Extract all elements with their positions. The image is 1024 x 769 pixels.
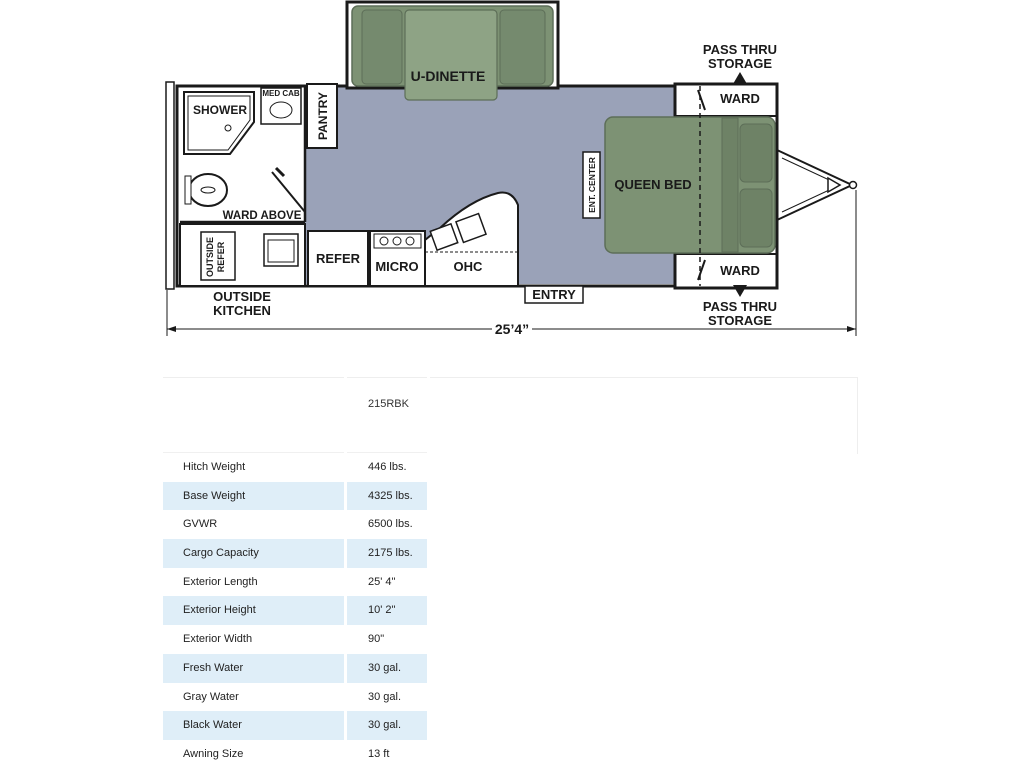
refer (307, 230, 369, 287)
spec-row-label: Exterior Length (183, 575, 258, 588)
ohc-label: OHC (454, 259, 484, 274)
u-dinette-label: U-DINETTE (411, 68, 486, 84)
spec-row-label: Hitch Weight (183, 461, 246, 473)
pass-thru-top-label-1: PASS THRU (703, 42, 777, 57)
spec-value-column: 215RBK 446 lbs. 4325 lbs. 6500 lbs. 2175 lb… (347, 377, 427, 768)
pass-thru-bottom-label-2: STORAGE (708, 313, 772, 328)
spec-row-value: 4325 lbs. (347, 481, 427, 511)
med-cab-label: MED CAB (262, 89, 300, 98)
spec-row-label: GVWR (183, 518, 218, 531)
kitchen-sink (429, 222, 459, 252)
pass-thru-bottom-arrow (733, 285, 747, 297)
ward-top-label: WARD (720, 91, 760, 106)
spec-row-label: Cargo Capacity (163, 539, 344, 568)
ward-above-label: WARD ABOVE (223, 210, 302, 222)
ward-bottom-label: WARD (720, 263, 760, 278)
spec-row-value: 10' 2" (347, 596, 427, 626)
pass-thru-top-label-2: STORAGE (708, 56, 772, 71)
rear-bumper (165, 81, 175, 290)
spec-row-value: 90" (368, 633, 385, 646)
spec-row-label: Exterior Width (183, 633, 253, 646)
refer-label: REFER (316, 251, 361, 266)
outside-kitchen-label-1: OUTSIDE (213, 289, 271, 304)
spec-row-label: Gray Water (183, 690, 239, 703)
entry-label: ENTRY (532, 287, 576, 302)
outside-refer-label-2: REFER (216, 241, 226, 272)
pantry-label: PANTRY (316, 92, 330, 140)
pass-thru-bottom-label-1: PASS THRU (703, 299, 777, 314)
spec-row-label: Base Weight (163, 481, 344, 511)
bath-door (271, 171, 306, 213)
spec-row-value: 30 gal. (347, 711, 427, 740)
length-label: 25’4” (495, 321, 529, 337)
spec-row-label: Exterior Height (163, 596, 344, 626)
outside-refer-label-1: OUTSIDE (205, 237, 215, 277)
shower-label: SHOWER (193, 103, 247, 117)
spec-header-blank (163, 377, 344, 453)
spec-row-label: Black Water (163, 711, 344, 740)
spec-row-value: 6500 lbs. (368, 518, 413, 531)
spec-row-label: Fresh Water (163, 653, 344, 683)
spec-row-label: Awning Size (183, 747, 244, 760)
ent-center-label: ENT. CENTER (587, 157, 597, 213)
spec-row-value: 446 lbs. (368, 461, 407, 473)
floorplan-diagram: U-DINETTE SHOWER MED CAB WARD ABOVE PANT… (165, 0, 858, 337)
length-dimension (166, 190, 857, 336)
queen-bed-label: QUEEN BED (614, 177, 691, 192)
tongue-hitch (776, 149, 858, 221)
spec-row-value: 13 ft (368, 747, 390, 760)
spec-row-value: 2175 lbs. (347, 539, 427, 568)
pantry (306, 83, 338, 149)
ent-center (582, 151, 601, 219)
model-name: 215RBK (347, 377, 427, 453)
outside-refer (200, 231, 236, 281)
spec-row-value: 30 gal. (347, 653, 427, 683)
spec-empty-column (430, 377, 858, 454)
entry-step (524, 285, 584, 304)
spec-row-value: 25' 4" (368, 575, 396, 588)
spec-row-value: 30 gal. (368, 690, 402, 703)
micro-label: MICRO (375, 259, 418, 274)
outside-kitchen-label-2: KITCHEN (213, 303, 271, 318)
pass-thru-top-arrow (733, 72, 747, 84)
